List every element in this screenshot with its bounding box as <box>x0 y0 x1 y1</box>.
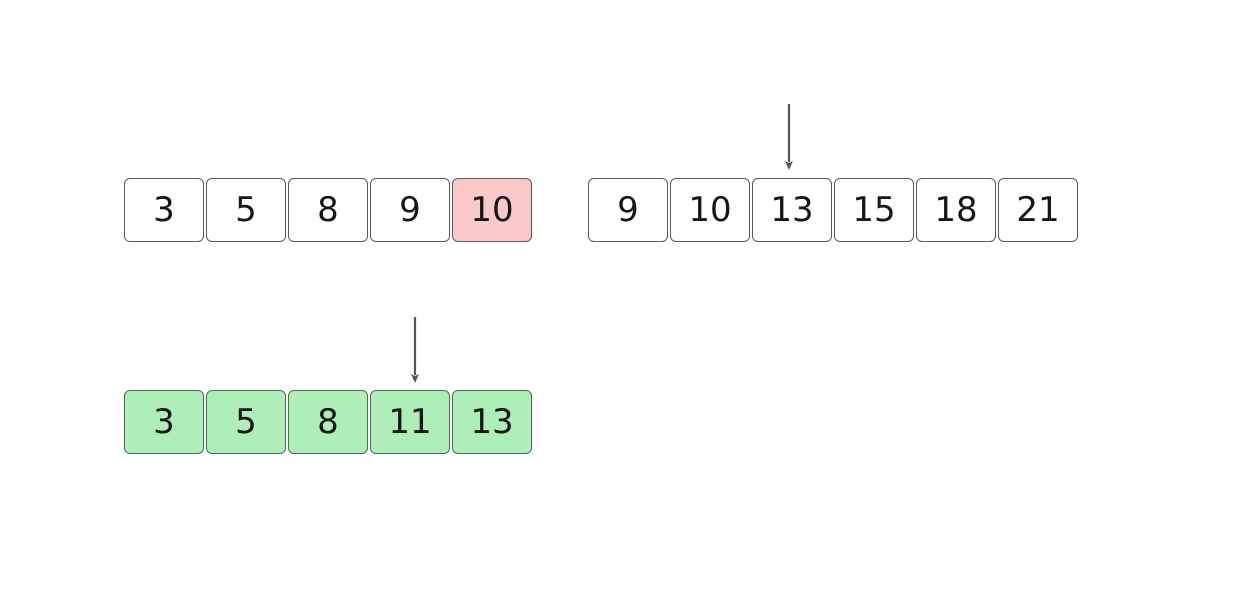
array-cell[interactable]: 10 <box>670 178 750 242</box>
array-cell[interactable]: 13 <box>752 178 832 242</box>
array-cell[interactable]: 9 <box>588 178 668 242</box>
array-cell[interactable]: 3 <box>124 390 204 454</box>
pointer-arrow-down-icon <box>405 317 425 383</box>
pointer-arrow-down-icon <box>779 104 799 170</box>
array-cell[interactable]: 8 <box>288 178 368 242</box>
array-cell[interactable]: 5 <box>206 390 286 454</box>
array-cell[interactable]: 5 <box>206 178 286 242</box>
array-cell[interactable]: 21 <box>998 178 1078 242</box>
array-cell[interactable]: 13 <box>452 390 532 454</box>
array-cell[interactable]: 15 <box>834 178 914 242</box>
array-cell[interactable]: 9 <box>370 178 450 242</box>
array-cell[interactable]: 18 <box>916 178 996 242</box>
array-cell[interactable]: 11 <box>370 390 450 454</box>
array-cell[interactable]: 3 <box>124 178 204 242</box>
array-cell[interactable]: 10 <box>452 178 532 242</box>
array-cell[interactable]: 8 <box>288 390 368 454</box>
